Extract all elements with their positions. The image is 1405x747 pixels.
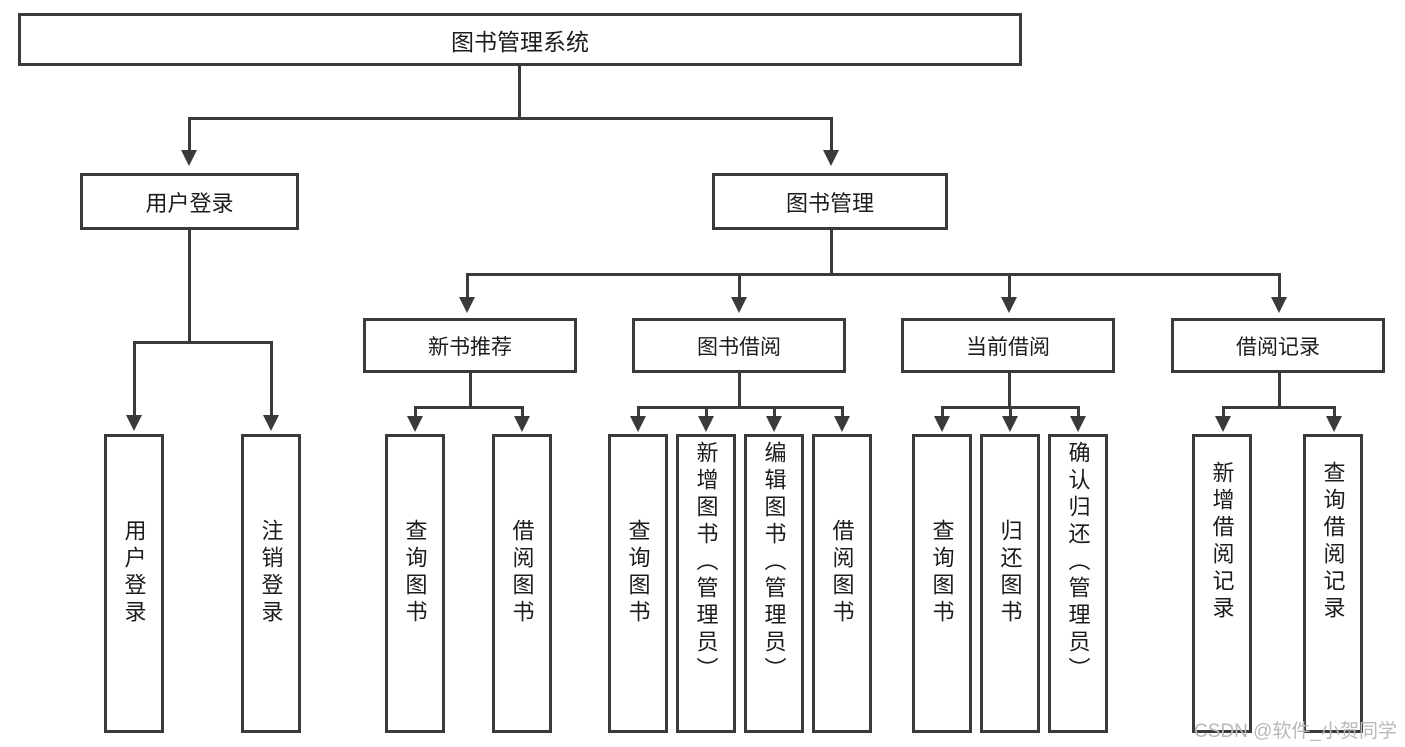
connector-drop-cb-leaf-2	[1077, 406, 1080, 418]
connector-drop-borrow-record	[1278, 273, 1281, 299]
leaf-query-book-new[interactable]: 查询图书	[385, 434, 445, 733]
leaf-label: 借阅图书	[509, 519, 535, 627]
connector-drop-leaf-logout	[270, 341, 273, 417]
arrowhead-book-borrow	[731, 297, 747, 313]
arrowhead-br-leaf-0	[1215, 416, 1231, 432]
leaf-add-borrow-record[interactable]: 新增借阅记录	[1192, 434, 1252, 733]
connector-drop-bb-leaf-1	[705, 406, 708, 418]
node-label: 新书推荐	[428, 335, 512, 359]
leaf-label: 注销登录	[258, 519, 284, 627]
connector-drop-bb-leaf-3	[841, 406, 844, 418]
node-book-management[interactable]: 图书管理	[712, 173, 948, 230]
node-label: 借阅记录	[1236, 335, 1320, 359]
connector-current-borrow-stem	[1008, 373, 1011, 406]
connector-drop-nb-leaf-1	[521, 406, 524, 418]
node-borrow-record[interactable]: 借阅记录	[1171, 318, 1385, 373]
node-user-login[interactable]: 用户登录	[80, 173, 299, 230]
leaf-borrow-book-new[interactable]: 借阅图书	[492, 434, 552, 733]
connector-new-book-stem	[469, 373, 472, 406]
arrowhead-nb-leaf-1	[514, 416, 530, 432]
connector-new-book-bus	[414, 406, 524, 409]
connector-drop-bb-leaf-2	[773, 406, 776, 418]
connector-drop-new-book	[466, 273, 469, 299]
arrowhead-br-leaf-1	[1326, 416, 1342, 432]
node-root-system[interactable]: 图书管理系统	[18, 13, 1022, 66]
leaf-label: 归还图书	[997, 519, 1023, 627]
connector-drop-br-leaf-1	[1333, 406, 1336, 418]
arrowhead-bb-leaf-1	[698, 416, 714, 432]
connector-drop-cb-leaf-1	[1009, 406, 1012, 418]
connector-book-borrow-stem	[738, 373, 741, 406]
leaf-query-book-current[interactable]: 查询图书	[912, 434, 972, 733]
leaf-label: 新增借阅记录	[1209, 461, 1235, 623]
node-label: 用户登录	[145, 190, 234, 216]
leaf-return-book[interactable]: 归还图书	[980, 434, 1040, 733]
node-label: 图书管理系统	[451, 28, 589, 55]
leaf-label: 确认归还（管理员）	[1065, 441, 1091, 684]
connector-drop-book-borrow	[738, 273, 741, 299]
connector-borrow-record-bus	[1222, 406, 1336, 409]
leaf-query-borrow-record[interactable]: 查询借阅记录	[1303, 434, 1363, 733]
connector-book-borrow-bus	[637, 406, 844, 409]
node-label: 图书借阅	[697, 335, 781, 359]
leaf-label: 借阅图书	[829, 519, 855, 627]
arrowhead-borrow-record	[1271, 297, 1287, 313]
leaf-logout[interactable]: 注销登录	[241, 434, 301, 733]
arrowhead-cb-leaf-1	[1002, 416, 1018, 432]
connector-drop-user-login	[188, 117, 191, 152]
leaf-label: 查询借阅记录	[1320, 461, 1346, 623]
leaf-add-book-admin[interactable]: 新增图书（管理员）	[676, 434, 736, 733]
connector-drop-nb-leaf-0	[414, 406, 417, 418]
connector-root-stem	[518, 66, 521, 117]
node-label: 当前借阅	[966, 335, 1050, 359]
arrowhead-bb-leaf-3	[834, 416, 850, 432]
arrowhead-leaf-logout	[263, 415, 279, 431]
connector-borrow-record-stem	[1278, 373, 1281, 406]
connector-drop-current-borrow	[1008, 273, 1011, 299]
arrowhead-bb-leaf-2	[766, 416, 782, 432]
leaf-label: 查询图书	[402, 519, 428, 627]
arrowhead-book-manage	[823, 150, 839, 166]
leaf-query-book-borrow[interactable]: 查询图书	[608, 434, 668, 733]
connector-drop-br-leaf-0	[1222, 406, 1225, 418]
connector-drop-bb-leaf-0	[637, 406, 640, 418]
arrowhead-leaf-user-login	[126, 415, 142, 431]
arrowhead-cb-leaf-2	[1070, 416, 1086, 432]
arrowhead-current-borrow	[1001, 297, 1017, 313]
leaf-label: 查询图书	[625, 519, 651, 627]
connector-drop-cb-leaf-0	[941, 406, 944, 418]
node-new-book-recommend[interactable]: 新书推荐	[363, 318, 577, 373]
connector-drop-leaf-user-login	[133, 341, 136, 417]
connector-book-manage-stem	[830, 230, 833, 273]
arrowhead-new-book	[459, 297, 475, 313]
connector-book-manage-bus	[466, 273, 1278, 276]
leaf-label: 编辑图书（管理员）	[761, 441, 787, 684]
connector-root-bus	[188, 117, 833, 120]
leaf-label: 新增图书（管理员）	[693, 441, 719, 684]
connector-user-login-stem	[188, 230, 191, 341]
arrowhead-user-login	[181, 150, 197, 166]
leaf-user-login[interactable]: 用户登录	[104, 434, 164, 733]
arrowhead-cb-leaf-0	[934, 416, 950, 432]
leaf-label: 查询图书	[929, 519, 955, 627]
arrowhead-bb-leaf-0	[630, 416, 646, 432]
node-label: 图书管理	[785, 190, 874, 216]
leaf-label: 用户登录	[121, 519, 147, 627]
node-book-borrow[interactable]: 图书借阅	[632, 318, 846, 373]
leaf-borrow-book[interactable]: 借阅图书	[812, 434, 872, 733]
connector-drop-book-manage	[830, 117, 833, 152]
connector-user-login-bus	[133, 341, 273, 344]
csdn-watermark: CSDN @软件_小贺同学	[1194, 721, 1397, 742]
leaf-confirm-return-admin[interactable]: 确认归还（管理员）	[1048, 434, 1108, 733]
node-current-borrow[interactable]: 当前借阅	[901, 318, 1115, 373]
leaf-edit-book-admin[interactable]: 编辑图书（管理员）	[744, 434, 804, 733]
arrowhead-nb-leaf-0	[407, 416, 423, 432]
